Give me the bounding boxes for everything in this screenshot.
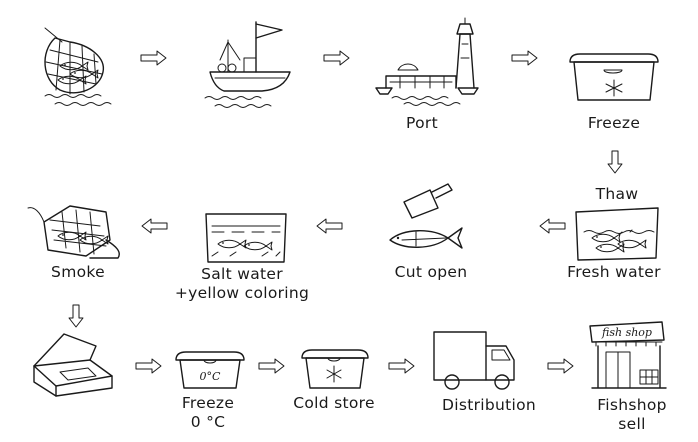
arrow-right-icon: [140, 50, 167, 66]
arrow-right-icon: [547, 358, 574, 374]
fish-shop-icon: fish shop: [589, 321, 667, 389]
sell-line: sell: [618, 415, 646, 433]
arrow-right-icon: [135, 358, 162, 374]
port-lighthouse-icon: [375, 17, 479, 106]
step-label-freeze-0c: Freeze 0 °C: [182, 394, 234, 432]
yellow-coloring-line: +yellow coloring: [174, 284, 310, 302]
step-label-salt-water: Salt water +yellow coloring: [175, 265, 309, 303]
open-box-icon: [33, 333, 113, 397]
cold-store-box-icon: [301, 349, 369, 389]
salt-water-line: Salt water: [201, 265, 283, 283]
arrow-left-icon: [141, 218, 168, 234]
salt-water-tank-icon: [205, 213, 287, 263]
arrow-left-icon: [539, 218, 566, 234]
step-label-freeze: Freeze: [587, 114, 641, 132]
step-label-cut-open: Cut open: [394, 263, 468, 281]
freezer-temp-sign: 0°C: [200, 370, 221, 383]
fish-tank-icon: [575, 207, 659, 261]
fishing-net-icon: [44, 27, 112, 106]
freeze-line: Freeze: [181, 394, 235, 412]
cleaver-fish-icon: [389, 183, 463, 249]
arrow-right-icon: [388, 358, 415, 374]
step-label-distribution: Distribution: [441, 396, 537, 414]
step-label-smoke: Smoke: [51, 263, 105, 281]
shop-sign: fish shop: [601, 326, 652, 339]
arrow-right-icon: [511, 50, 538, 66]
freezer-box-icon: 0°C: [175, 351, 245, 389]
freezer-box-icon: [569, 53, 659, 101]
arrow-right-icon: [258, 358, 285, 374]
delivery-truck-icon: [433, 331, 515, 390]
arrow-down-icon: [68, 304, 84, 328]
smoker-rack-icon: [27, 205, 120, 259]
step-label-cold-store: Cold store: [293, 394, 375, 412]
fishshop-line: Fishshop: [597, 396, 667, 414]
step-label-fishshop: Fishshop sell: [597, 396, 667, 434]
fishing-boat-icon: [204, 21, 291, 108]
freeze-temp-line: 0 °C: [190, 413, 226, 431]
step-label-fresh-water: Fresh water: [567, 263, 661, 281]
step-label-port: Port: [406, 114, 438, 132]
step-label-thaw: Thaw: [595, 185, 639, 203]
arrow-right-icon: [323, 50, 350, 66]
arrow-down-icon: [607, 150, 623, 174]
arrow-left-icon: [316, 218, 343, 234]
